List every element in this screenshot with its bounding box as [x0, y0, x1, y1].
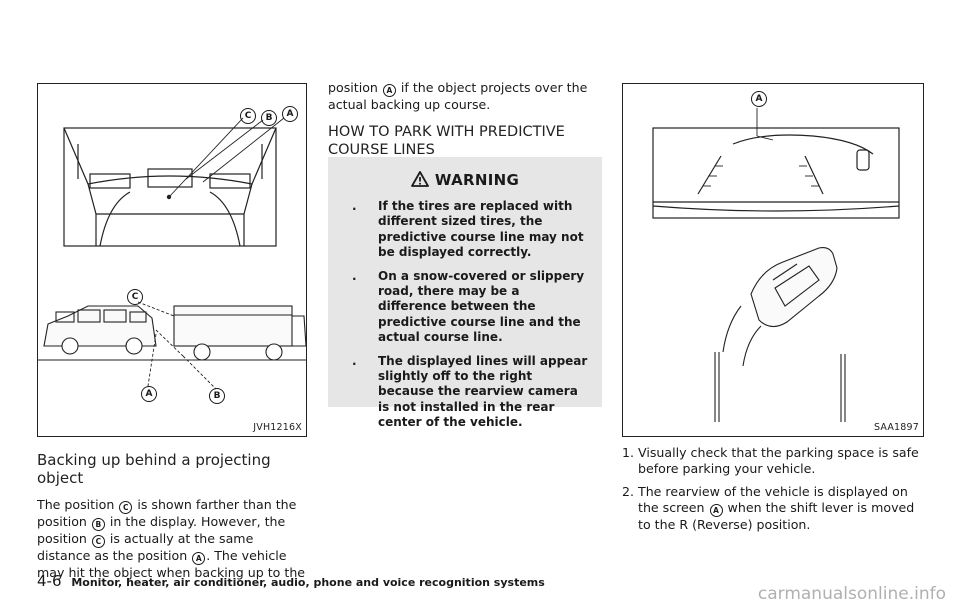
vehicle-top-view	[750, 247, 838, 328]
watermark: carmanualsonline.info	[757, 584, 946, 604]
warning-item: .The displayed lines will appear slightl…	[352, 353, 588, 430]
figure-parking-view: A SAA1897	[622, 83, 924, 437]
callout-ref-a: A	[192, 552, 206, 565]
page-number: 4-6	[37, 572, 62, 590]
callout-ref-a: A	[709, 503, 723, 517]
step-item: 1.Visually check that the parking space …	[622, 445, 919, 476]
section-backing-up: Backing up behind a projecting object Th…	[37, 451, 307, 581]
warning-item: .On a snow-covered or slippery road, the…	[352, 268, 585, 345]
parking-course-lines	[714, 305, 846, 422]
page-footer: 4-6 Monitor, heater, air conditioner, au…	[37, 572, 545, 590]
footer-title: Monitor, heater, air conditioner, audio,…	[71, 576, 545, 589]
section-heading: Backing up behind a projecting object	[37, 451, 271, 487]
warning-triangle-icon	[411, 171, 429, 187]
screen-view	[652, 127, 900, 219]
callout-ref-a: A	[382, 84, 396, 97]
monitor-view	[63, 127, 277, 247]
heading-line-2: COURSE LINES	[328, 141, 435, 158]
warning-box: WARNING .If the tires are replaced with …	[328, 157, 602, 429]
figure-parking-view-illustration	[652, 108, 900, 422]
callout-ref-b: B	[91, 518, 105, 531]
side-view	[38, 305, 306, 361]
warning-list: .If the tires are replaced with differen…	[342, 199, 588, 431]
callout-c-top: C	[240, 108, 256, 124]
callout-leader-lines	[168, 117, 285, 198]
predictive-lines-heading: HOW TO PARK WITH PREDICTIVE COURSE LINES	[328, 123, 602, 159]
figure-code: SAA1897	[873, 422, 919, 433]
column-middle: position A if the object projects over t…	[328, 80, 602, 159]
callout-ref-c: C	[119, 501, 133, 514]
callout-c-side: C	[127, 289, 143, 305]
callout-ref-c: C	[91, 535, 105, 548]
warning-header: WARNING	[328, 171, 602, 189]
heading-line-1: HOW TO PARK WITH PREDICTIVE	[328, 123, 565, 140]
figure-code: JVH1216X	[253, 422, 302, 433]
callout-a-side: A	[141, 386, 157, 402]
continuation-paragraph: position A if the object projects over t…	[328, 80, 588, 112]
callout-leader	[756, 108, 774, 141]
figure-backing-object-illustration	[38, 117, 306, 390]
callout-a-top: A	[282, 106, 298, 122]
callout-b-side: B	[209, 388, 225, 404]
figure-backing-object: C B A C A B JVH1216X	[37, 83, 307, 437]
side-leader-lines	[137, 301, 217, 390]
steps-column: 1.Visually check that the parking space …	[622, 445, 922, 540]
callout-a-screen: A	[751, 91, 767, 107]
section-paragraph: The position C is shown farther than the…	[37, 497, 306, 580]
step-item: 2.The rearview of the vehicle is display…	[622, 484, 915, 532]
callout-b-top: B	[261, 110, 277, 126]
warning-item: .If the tires are replaced with differen…	[352, 199, 584, 260]
warning-title: WARNING	[434, 171, 520, 189]
steps-list: 1.Visually check that the parking space …	[622, 445, 922, 532]
